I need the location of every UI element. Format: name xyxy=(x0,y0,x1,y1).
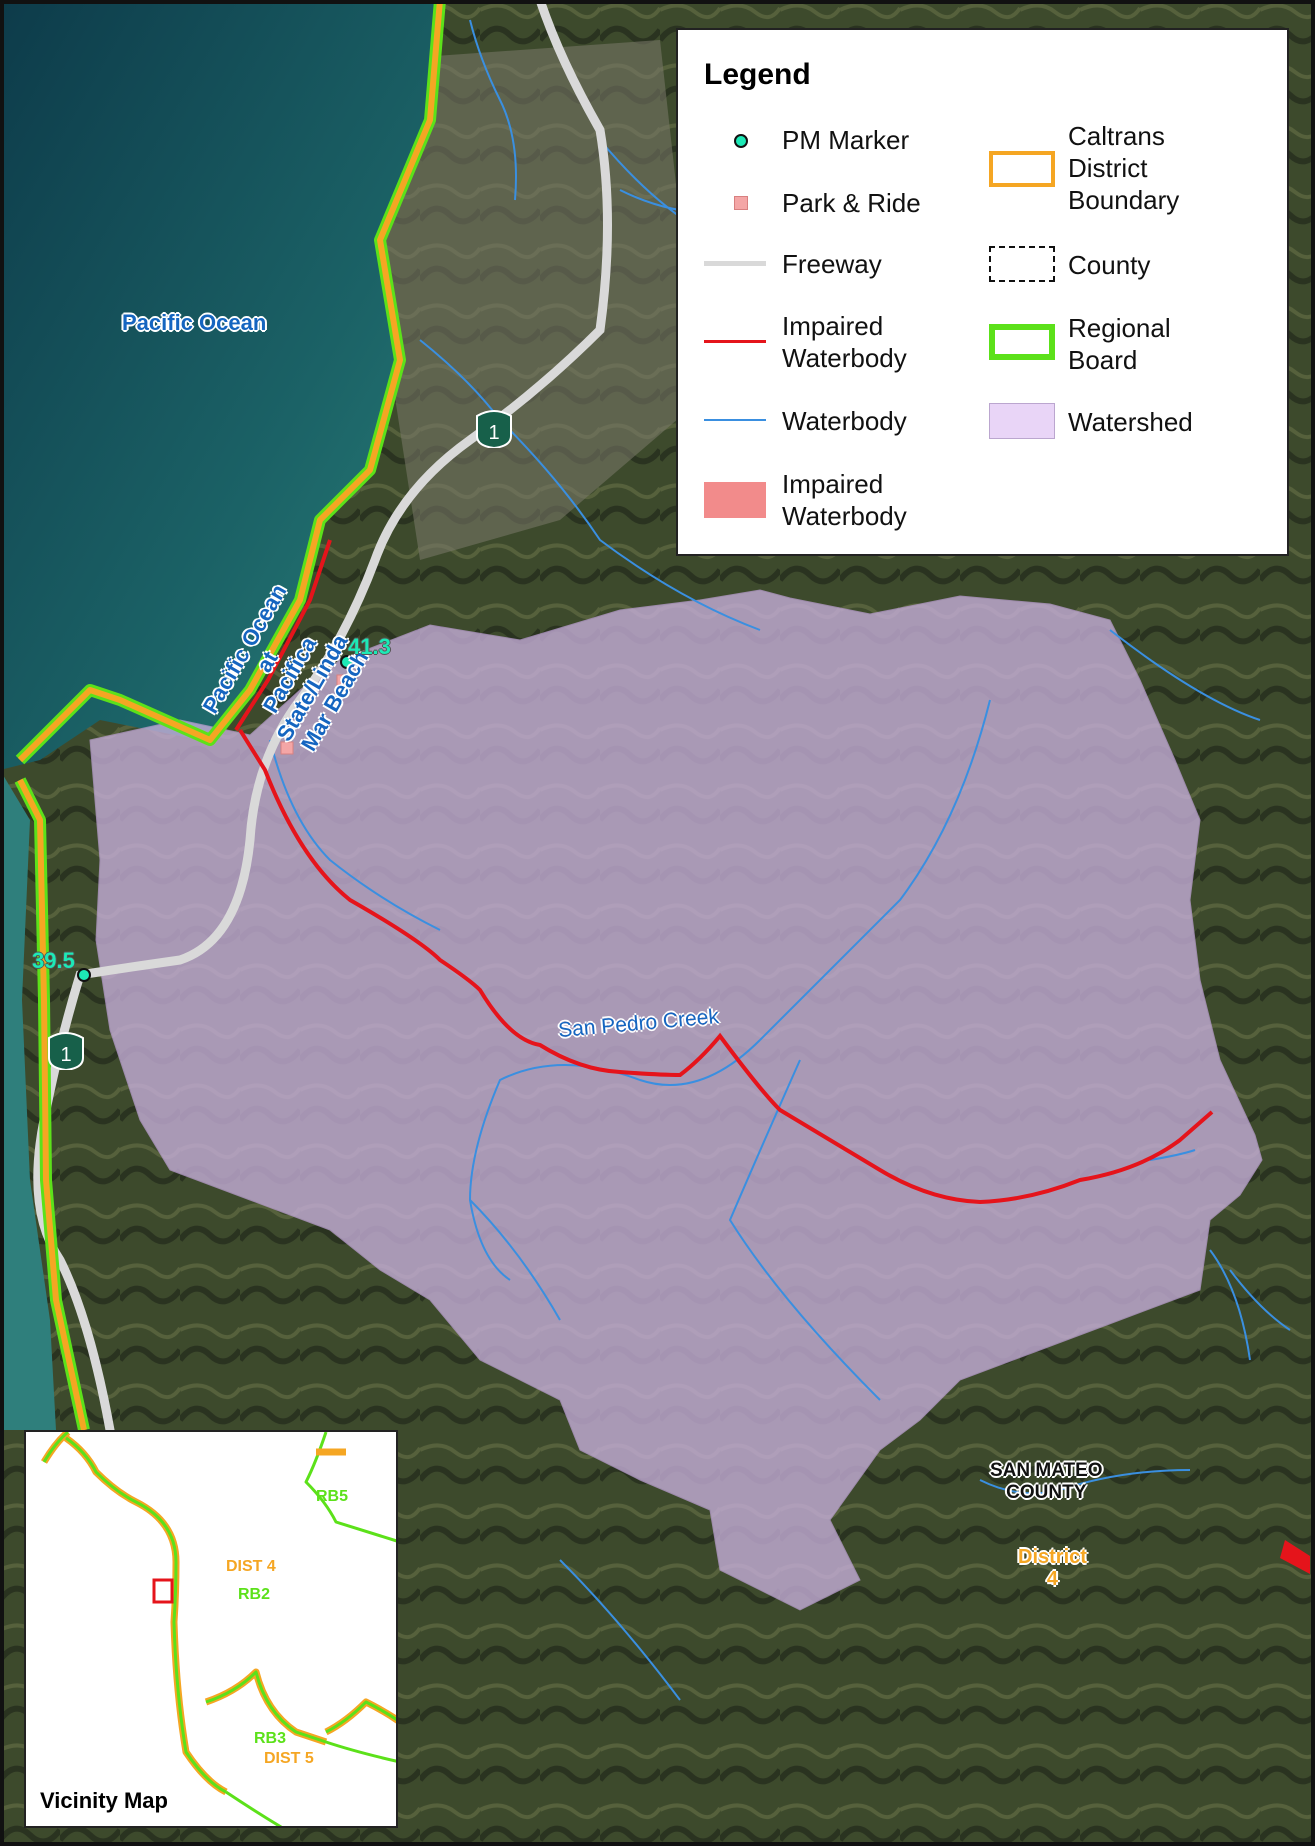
freeway-line-icon xyxy=(704,261,766,266)
legend-label-caltrans: Caltrans District Boundary xyxy=(1068,121,1180,215)
legend-label-waterbody: Waterbody xyxy=(782,406,907,436)
legend-title: Legend xyxy=(704,58,811,91)
freeways xyxy=(33,0,612,1435)
pm-marker-label: 41.3 xyxy=(348,634,391,659)
park-ride-icon xyxy=(734,196,748,210)
impaired-waterbody-area xyxy=(1280,1540,1310,1574)
impaired-area-icon xyxy=(704,482,766,518)
urban-area xyxy=(380,40,700,560)
ocean-area-south xyxy=(0,770,56,1430)
legend-label-county: County xyxy=(1068,250,1151,280)
pm-marker-icon xyxy=(734,134,748,148)
legend-label-park-ride: Park & Ride xyxy=(782,188,921,218)
legend-panel: Legend PM Marker Park & Ride Freeway Imp… xyxy=(676,28,1289,556)
vicinity-map: RB5 DIST 4 RB2 RB3 DIST 5 Vicinity Map xyxy=(24,1430,398,1828)
watershed-icon xyxy=(989,403,1055,439)
district-label: District 4 xyxy=(1018,1546,1087,1590)
vicinity-label-rb3: RB3 xyxy=(254,1730,287,1747)
route-shield-icon: 1 xyxy=(46,1030,86,1072)
county-label: SAN MATEO COUNTY xyxy=(990,1460,1103,1503)
route-number: 1 xyxy=(488,422,500,444)
impaired-line-icon xyxy=(704,340,766,343)
vicinity-map-title: Vicinity Map xyxy=(40,1788,168,1813)
caltrans-boundary-icon xyxy=(989,151,1055,187)
park-ride-marker xyxy=(280,741,294,755)
vicinity-map-graphics xyxy=(40,1432,396,1826)
ocean-area xyxy=(0,0,440,770)
impaired-waterbody-line xyxy=(238,728,1214,1205)
pm-marker-label: 39.5 xyxy=(32,948,75,973)
legend-label-freeway: Freeway xyxy=(782,249,882,279)
regional-board-icon xyxy=(989,324,1055,360)
legend-label-impaired-line: Impaired Waterbody xyxy=(782,311,907,373)
waterbody-line-icon xyxy=(704,419,766,421)
route-number: 1 xyxy=(60,1044,72,1066)
ocean-label: Pacific Ocean xyxy=(122,310,267,335)
vicinity-label-rb5: RB5 xyxy=(316,1488,349,1505)
watershed-polygon xyxy=(89,589,1263,1611)
coastline-boundary xyxy=(14,0,446,1432)
park-ride-marker xyxy=(336,674,350,688)
vicinity-label-dist5: DIST 5 xyxy=(264,1750,314,1767)
legend-label-regional-board: Regional Board xyxy=(1068,313,1171,375)
legend-label-impaired-area: Impaired Waterbody xyxy=(782,469,907,531)
pm-marker-point xyxy=(77,968,91,982)
vicinity-label-rb2: RB2 xyxy=(238,1586,271,1603)
pm-marker-point xyxy=(340,655,354,669)
vicinity-extent-box xyxy=(152,1578,174,1604)
legend-label-watershed: Watershed xyxy=(1068,407,1193,437)
county-boundary-icon xyxy=(989,246,1055,282)
route-shield-icon: 1 xyxy=(474,408,514,450)
impaired-waterbody-coast xyxy=(234,539,332,732)
vicinity-label-dist4: DIST 4 xyxy=(226,1558,276,1575)
legend-label-pm-marker: PM Marker xyxy=(782,125,910,155)
